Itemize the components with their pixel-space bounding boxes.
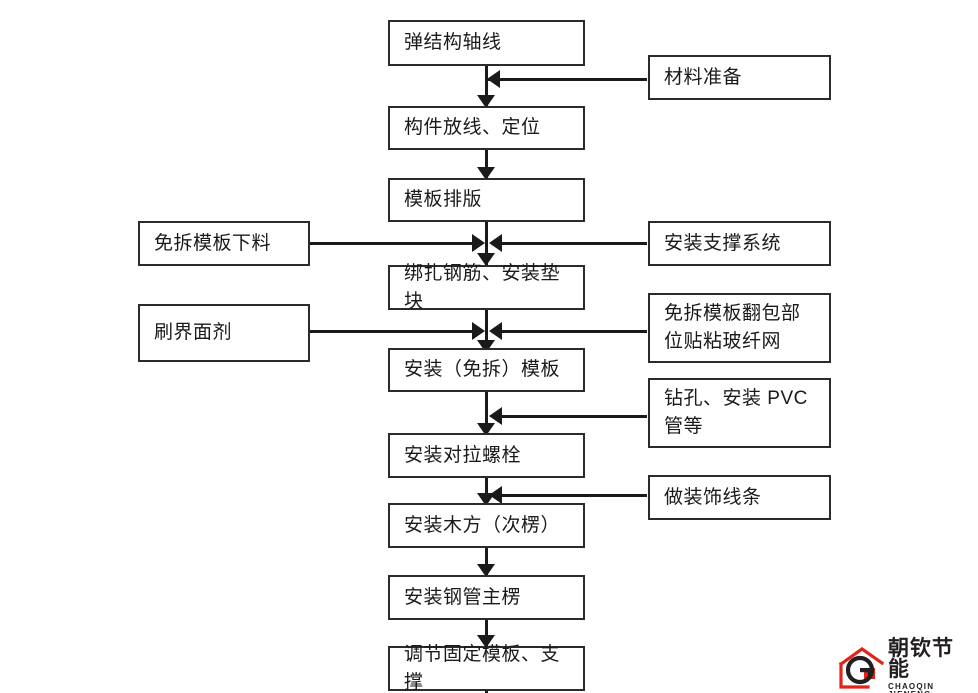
flow-node-n9[interactable]: 调节固定模板、支撑 bbox=[388, 644, 585, 693]
flow-node-n8[interactable]: 安装钢管主楞 bbox=[388, 575, 585, 620]
input-node-l1[interactable]: 免拆模板下料 bbox=[138, 221, 310, 266]
input-node-r1[interactable]: 材料准备 bbox=[648, 55, 831, 100]
edge-n8-to-n9 bbox=[485, 620, 488, 648]
flow-node-n4[interactable]: 绑扎钢筋、安装垫块 bbox=[388, 263, 585, 312]
edge-r4-to-main bbox=[495, 415, 647, 418]
input-node-r1-label: 材料准备 bbox=[664, 66, 743, 88]
arrowhead-r5-to-main bbox=[489, 486, 502, 504]
flow-node-n9-label: 调节固定模板、支撑 bbox=[404, 643, 561, 693]
flow-node-n3-label: 模板排版 bbox=[404, 189, 483, 211]
input-node-r3-label: 免拆模板翻包部 位贴粘玻纤网 bbox=[664, 303, 801, 352]
input-node-l2-label: 刷界面剂 bbox=[154, 322, 233, 344]
edge-r5-to-main bbox=[495, 494, 647, 497]
edge-n4-to-n5 bbox=[485, 310, 488, 352]
arrowhead-n2-to-n3 bbox=[477, 167, 495, 180]
flow-node-n7-label: 安装木方（次楞） bbox=[404, 514, 561, 536]
input-node-l1-label: 免拆模板下料 bbox=[154, 232, 272, 254]
flow-node-n5-label: 安装（免拆）模板 bbox=[404, 359, 561, 381]
edge-n3-to-n4 bbox=[485, 222, 488, 266]
edge-l1-to-main bbox=[309, 242, 479, 245]
input-node-l2[interactable]: 刷界面剂 bbox=[138, 304, 310, 362]
flow-node-n4-label: 绑扎钢筋、安装垫块 bbox=[404, 262, 561, 312]
company-logo: 朝钦节能 CHAOQIN JIENENG bbox=[838, 638, 974, 693]
edge-n7-to-n8 bbox=[485, 548, 488, 576]
edge-l2-to-main bbox=[309, 330, 479, 333]
flow-node-n1[interactable]: 弹结构轴线 bbox=[388, 20, 585, 66]
flow-node-n3[interactable]: 模板排版 bbox=[388, 178, 585, 222]
arrowhead-n1-to-n2 bbox=[477, 95, 495, 108]
flow-node-n2-label: 构件放线、定位 bbox=[404, 117, 541, 139]
input-node-r5[interactable]: 做装饰线条 bbox=[648, 475, 831, 520]
edge-n5-to-n6 bbox=[485, 392, 488, 436]
flow-node-n1-label: 弹结构轴线 bbox=[404, 32, 502, 54]
flow-node-n5[interactable]: 安装（免拆）模板 bbox=[388, 348, 585, 392]
edge-n2-to-n3 bbox=[485, 150, 488, 180]
input-node-r5-label: 做装饰线条 bbox=[664, 486, 762, 508]
input-node-r4-label: 钻孔、安装 PVC 管等 bbox=[664, 388, 808, 437]
chaoqin-house-g-icon bbox=[838, 646, 885, 690]
edge-n1-to-n2 bbox=[485, 66, 488, 108]
input-node-r2[interactable]: 安装支撑系统 bbox=[648, 221, 831, 266]
logo-name-cn: 朝钦节能 bbox=[888, 636, 954, 681]
input-node-r4[interactable]: 钻孔、安装 PVC 管等 bbox=[648, 378, 831, 448]
logo-wordmark: 朝钦节能 CHAOQIN JIENENG bbox=[888, 638, 974, 693]
arrowhead-r4-to-main bbox=[489, 407, 502, 425]
edge-r1-to-main bbox=[487, 78, 647, 81]
arrowhead-l1-to-main bbox=[472, 234, 485, 252]
input-node-r3[interactable]: 免拆模板翻包部 位贴粘玻纤网 bbox=[648, 293, 831, 363]
arrowhead-r2-to-main bbox=[489, 234, 502, 252]
arrowhead-n8-to-n9 bbox=[477, 635, 495, 648]
edge-r3-to-main bbox=[495, 330, 647, 333]
edge-r2-to-main bbox=[495, 242, 647, 245]
flow-node-n7[interactable]: 安装木方（次楞） bbox=[388, 503, 585, 548]
arrowhead-r1-to-main bbox=[487, 70, 500, 88]
flow-node-n6[interactable]: 安装对拉螺栓 bbox=[388, 433, 585, 478]
input-node-r2-label: 安装支撑系统 bbox=[664, 232, 782, 254]
flow-node-n6-label: 安装对拉螺栓 bbox=[404, 444, 522, 466]
arrowhead-r3-to-main bbox=[489, 322, 502, 340]
arrowhead-n5-to-n6 bbox=[477, 423, 495, 436]
arrowhead-n7-to-n8 bbox=[477, 564, 495, 577]
arrowhead-n3-to-n4 bbox=[477, 253, 495, 266]
edge-n6-to-n7 bbox=[485, 478, 488, 506]
flow-node-n2[interactable]: 构件放线、定位 bbox=[388, 106, 585, 150]
arrowhead-l2-to-main bbox=[472, 322, 485, 340]
logo-name-en: CHAOQIN JIENENG bbox=[888, 681, 935, 693]
edge-n9-continues bbox=[485, 690, 488, 693]
flow-node-n8-label: 安装钢管主楞 bbox=[404, 586, 522, 608]
